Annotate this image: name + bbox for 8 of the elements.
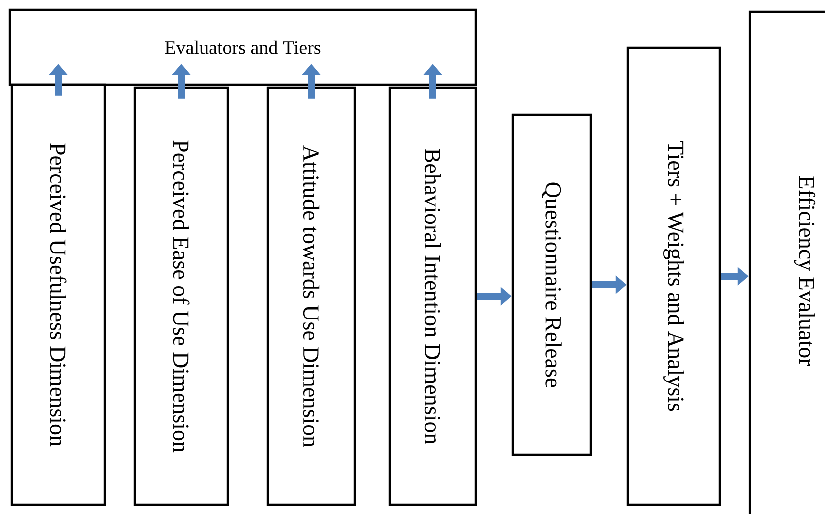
- dimension-column: Perceived Usefulness Dimension: [10, 84, 106, 506]
- process-box: Tiers + Weights and Analysis: [626, 46, 722, 506]
- header-box: Evaluators and Tiers: [8, 8, 478, 86]
- dimension-column: Behavioral Intention Dimension: [388, 86, 478, 506]
- process-box: Questionnaire Release: [512, 114, 592, 456]
- process-box: Efficiency Evaluator: [748, 10, 825, 514]
- dimension-column: Perceived Ease of Use Dimension: [134, 86, 230, 506]
- dimension-column: Attitude towards Use Dimension: [266, 86, 356, 506]
